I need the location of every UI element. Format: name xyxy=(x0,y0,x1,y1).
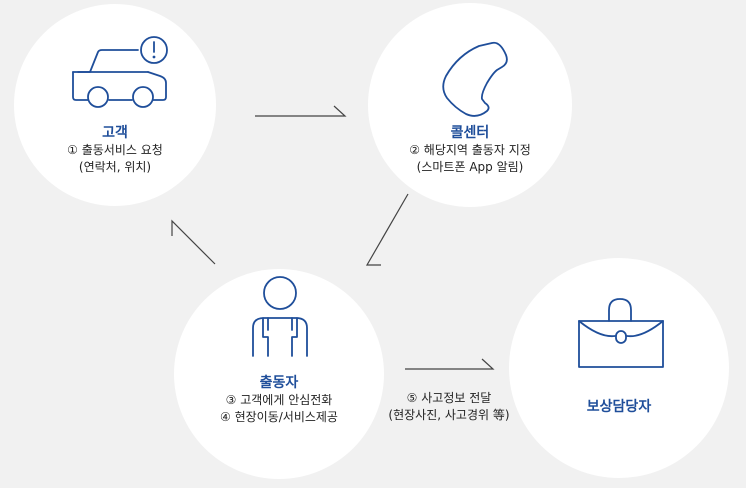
phone-icon xyxy=(442,41,508,117)
dispatcher-title: 출동자 xyxy=(259,375,299,391)
callcenter-node xyxy=(368,3,572,207)
arrow-dispatcher-to-customer xyxy=(171,219,216,265)
edge-step-5: ⑤ 사고정보 전달 xyxy=(406,391,492,405)
dispatcher-step-4: ④ 현장이동/서비스제공 xyxy=(220,410,338,424)
customer-step-1-detail: (연락처, 위치) xyxy=(78,160,152,174)
callcenter-step-2-detail: (스마트폰 App 알림) xyxy=(416,160,524,174)
arrow-callcenter-to-dispatcher xyxy=(365,193,409,266)
car-alert-icon xyxy=(72,36,168,108)
arrow-dispatcher-to-adjuster xyxy=(405,358,495,370)
customer-step-1: ① 출동서비스 요청 xyxy=(67,143,163,157)
adjuster-text: 보상담당자 xyxy=(519,398,719,416)
adjuster-node xyxy=(509,258,729,478)
worker-icon xyxy=(252,276,308,357)
customer-node xyxy=(14,4,216,206)
dispatcher-text: 출동자 ③ 고객에게 안심전화 ④ 현장이동/서비스제공 xyxy=(179,374,379,426)
dispatcher-step-3: ③ 고객에게 안심전화 xyxy=(225,393,333,407)
adjuster-title: 보상담당자 xyxy=(586,399,652,415)
callcenter-text: 콜센터 ② 해당지역 출동자 지정 (스마트폰 App 알림) xyxy=(370,124,570,176)
customer-text: 고객 ① 출동서비스 요청 (연락처, 위치) xyxy=(15,124,215,176)
callcenter-step-2: ② 해당지역 출동자 지정 xyxy=(409,143,531,157)
callcenter-title: 콜센터 xyxy=(450,125,490,141)
edge-label-step-5: ⑤ 사고정보 전달 (현장사진, 사고경위 等) xyxy=(369,390,529,424)
dispatcher-node xyxy=(174,269,384,479)
arrow-customer-to-callcenter xyxy=(255,105,347,117)
briefcase-icon xyxy=(578,298,664,368)
edge-step-5-detail: (현장사진, 사고경위 等) xyxy=(388,408,510,422)
customer-title: 고객 xyxy=(102,125,128,141)
